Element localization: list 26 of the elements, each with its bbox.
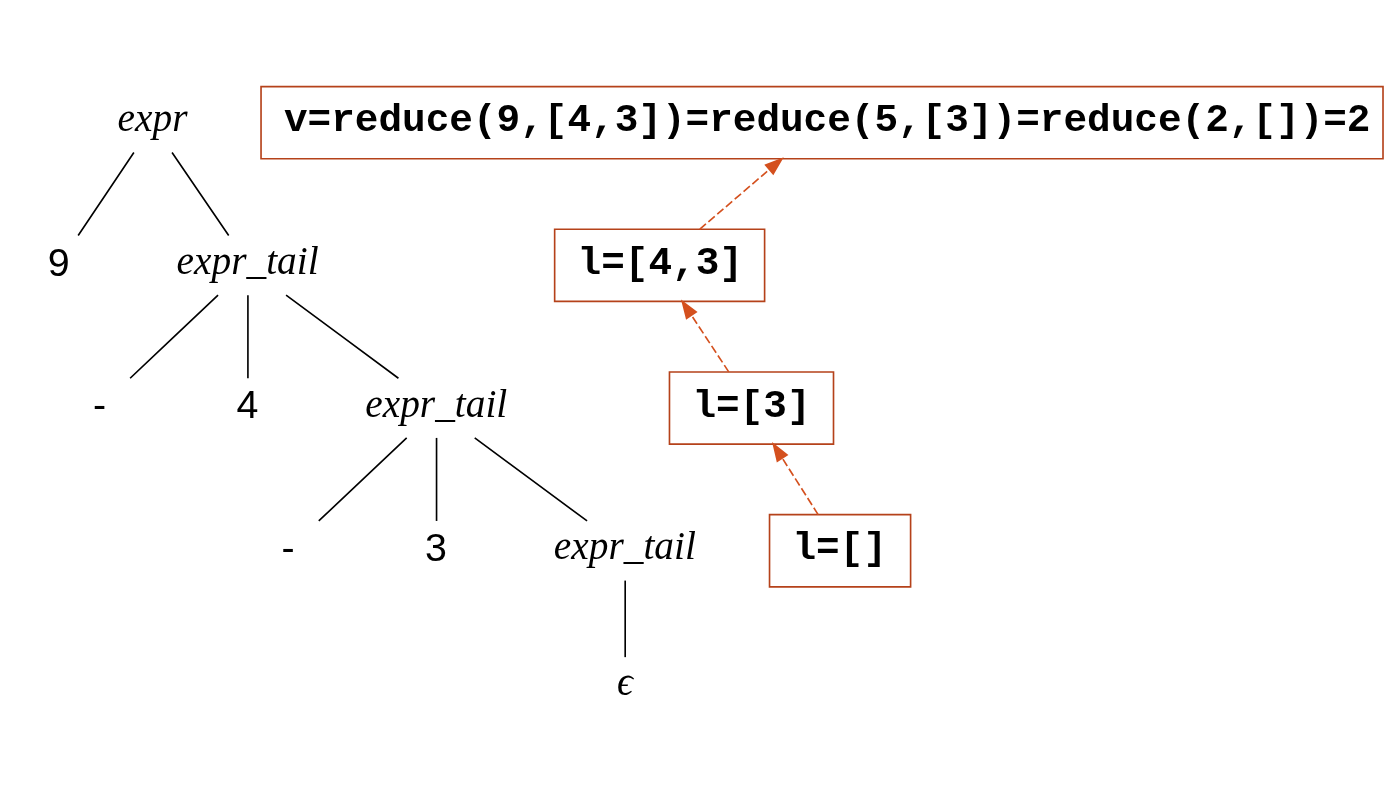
node-text: expr_tail [176,238,319,283]
node-text: 4 [236,381,259,426]
node-box: l=[4,3] [553,227,766,302]
node-text: 9 [47,239,70,284]
connector [285,293,400,379]
node-text: ϵ [616,659,633,704]
connector [77,151,135,236]
node-text: expr_tail [365,381,508,426]
node-text: - [281,524,295,569]
node-box: l=[] [768,513,912,588]
connector [129,293,219,379]
connector [473,436,588,522]
arrow [680,298,730,373]
connector [317,436,408,522]
arrow [772,441,819,515]
connector [171,151,230,236]
node-box: l=[3] [668,370,835,445]
arrow [699,156,784,230]
connector [624,579,626,658]
node-text: 3 [425,524,447,569]
node-box: v=reduce(9,[4,3])=reduce(5,[3])=reduce(2,[])=2 [260,85,1384,160]
connector [435,436,438,522]
node-text: expr [117,95,188,140]
node-text: expr_tail [553,523,696,568]
node-text: - [92,381,107,426]
connector [247,293,249,379]
